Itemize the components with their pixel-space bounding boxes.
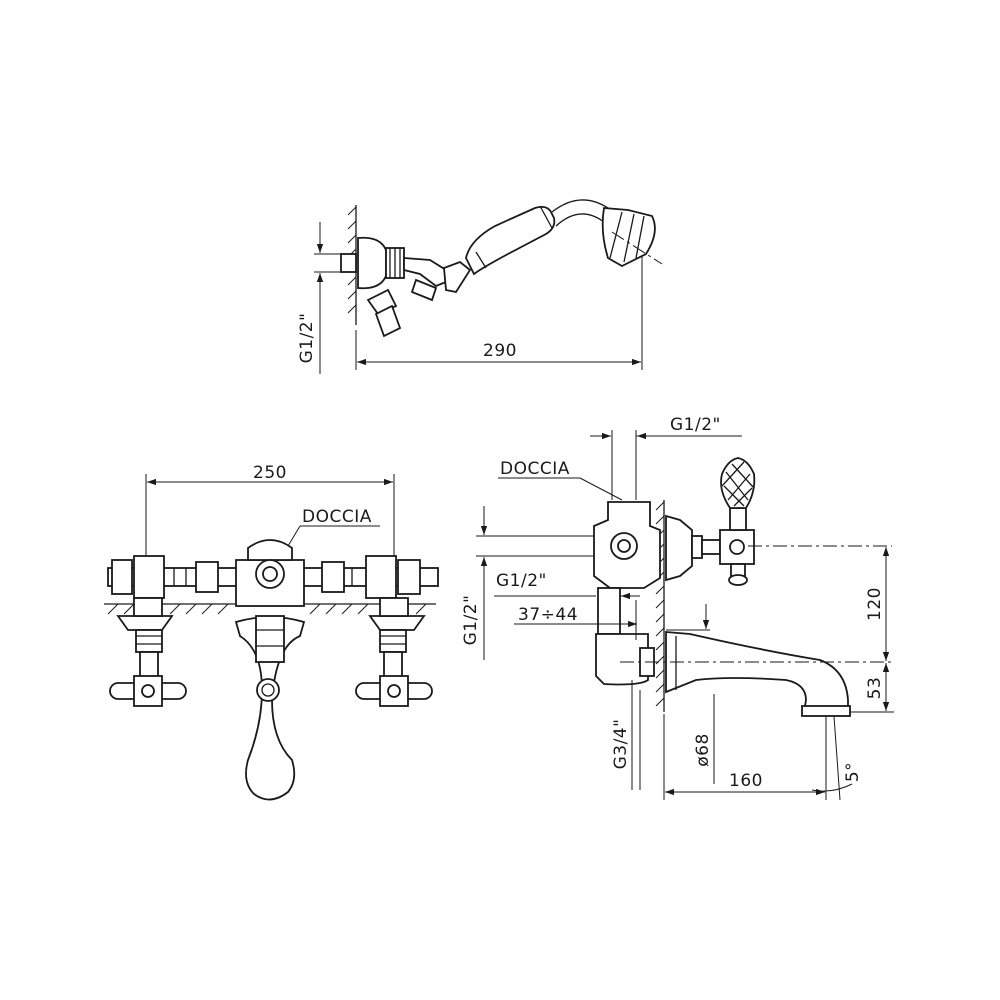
- side-height-dim: 120: [865, 587, 885, 621]
- side-spout-drop-dim: 53: [865, 677, 885, 700]
- side-inner-thread-dim: G1/2": [496, 571, 547, 591]
- handshower-view: 290 G1/2": [297, 199, 663, 374]
- side-shower-label: DOCCIA: [500, 459, 570, 479]
- front-view: 250 DOCCIA: [104, 463, 439, 801]
- side-bottom-thread-dim: G3/4": [611, 719, 631, 770]
- handshower-width-dim: 290: [483, 341, 517, 361]
- handshower-thread-dim: G1/2": [297, 313, 317, 364]
- front-width-dim: 250: [253, 463, 287, 483]
- side-top-thread-dim: G1/2": [670, 415, 721, 435]
- deck-hatching: [107, 603, 427, 615]
- front-shower-label: DOCCIA: [302, 507, 372, 527]
- side-view: G1/2" DOCCIA G1/2" G1/2" 37÷44 G3/4" ø68: [461, 415, 894, 801]
- side-spout-length-dim: 160: [729, 771, 763, 791]
- side-left-thread-dim: G1/2": [461, 595, 481, 646]
- side-adjust-dim: 37÷44: [518, 605, 578, 625]
- side-angle-dim: 5°: [843, 762, 863, 782]
- side-rosette-dim: ø68: [693, 733, 713, 767]
